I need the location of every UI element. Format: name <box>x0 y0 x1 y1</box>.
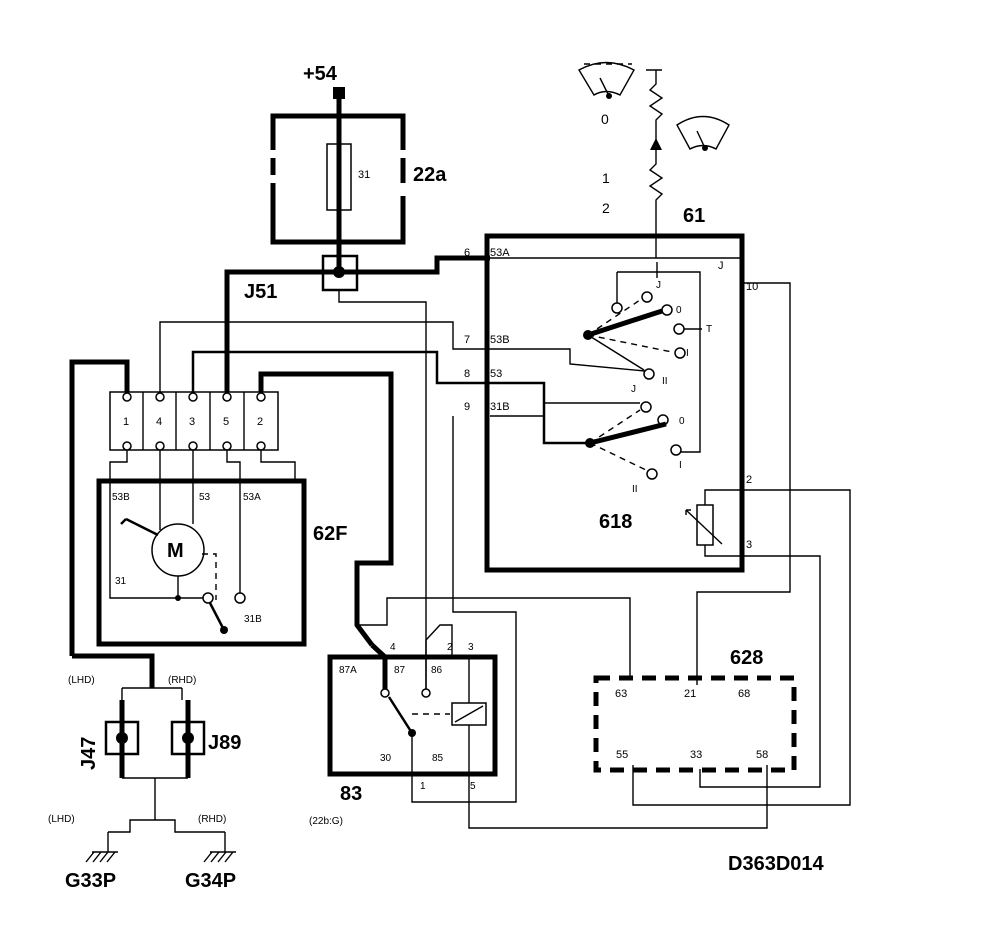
wire-10-module21 <box>696 282 791 685</box>
fuse-number: 31 <box>358 169 370 181</box>
supply-and-fuse: +54 31 22a <box>270 63 447 272</box>
svg-text:(LHD): (LHD) <box>48 814 75 825</box>
svg-text:10: 10 <box>746 281 758 293</box>
svg-text:J: J <box>718 260 724 272</box>
fuse-box-top <box>270 113 406 150</box>
svg-text:68: 68 <box>738 688 750 700</box>
svg-text:8: 8 <box>464 368 470 380</box>
svg-text:3: 3 <box>468 642 474 653</box>
connector-block: 1 4 3 5 2 <box>69 321 490 656</box>
connector-top-pins <box>122 392 266 451</box>
module-label: 628 <box>730 647 763 669</box>
j47-label: J47 <box>78 737 100 770</box>
switch-sub-label: 618 <box>599 511 632 533</box>
svg-text:6: 6 <box>464 247 470 259</box>
svg-text:58: 58 <box>756 749 768 761</box>
svg-text:0: 0 <box>679 416 685 427</box>
g34p-label: G34P <box>185 870 236 892</box>
svg-text:55: 55 <box>616 749 628 761</box>
gauge-symbols: 0 1 2 <box>578 61 730 258</box>
module-housing <box>593 675 797 773</box>
diagram-code: D363D014 <box>728 853 825 875</box>
g33p-label: G33P <box>65 870 116 892</box>
svg-text:2: 2 <box>602 200 610 216</box>
svg-text:31: 31 <box>115 576 127 587</box>
conn-pin-2: 2 <box>257 416 263 428</box>
lower-switch-blade <box>589 421 667 446</box>
svg-text:2: 2 <box>447 642 453 653</box>
svg-text:31B: 31B <box>244 614 262 625</box>
gauge-1-icon <box>676 115 730 150</box>
svg-text:II: II <box>632 484 638 495</box>
module-628: 628 63 21 68 55 33 58 <box>593 647 797 773</box>
conn-pin-1: 1 <box>123 416 129 428</box>
svg-text:1: 1 <box>602 170 610 186</box>
svg-text:T: T <box>706 324 712 335</box>
svg-text:0: 0 <box>676 305 682 316</box>
wire-31b-relay <box>452 416 517 803</box>
svg-text:I: I <box>679 460 682 471</box>
switch-housing <box>484 233 745 573</box>
svg-text:7: 7 <box>464 334 470 346</box>
svg-text:(RHD): (RHD) <box>198 814 226 825</box>
svg-text:2: 2 <box>746 474 752 486</box>
relay-label: 83 <box>340 783 362 805</box>
svg-text:53B: 53B <box>112 492 130 503</box>
svg-text:(LHD): (LHD) <box>68 675 95 686</box>
svg-text:0: 0 <box>601 111 609 127</box>
supply-terminal <box>333 87 345 99</box>
svg-text:53B: 53B <box>490 334 510 346</box>
svg-text:53A: 53A <box>243 492 261 503</box>
fuse-box-bottom <box>270 183 406 245</box>
upper-switch-blade <box>587 308 663 338</box>
svg-text:53: 53 <box>490 368 502 380</box>
svg-text:3: 3 <box>746 539 752 551</box>
motor-housing <box>96 478 307 647</box>
svg-text:53: 53 <box>199 492 211 503</box>
svg-text:J: J <box>631 384 636 395</box>
svg-text:II: II <box>662 376 668 387</box>
svg-text:9: 9 <box>464 401 470 413</box>
svg-text:1: 1 <box>420 781 426 792</box>
svg-text:21: 21 <box>684 688 696 700</box>
svg-text:87A: 87A <box>339 665 357 676</box>
supply-label: +54 <box>303 63 338 85</box>
svg-text:I: I <box>686 348 689 359</box>
junction-label: J51 <box>244 281 277 303</box>
svg-text:85: 85 <box>432 753 444 764</box>
svg-text:87: 87 <box>394 665 406 676</box>
motor-unit-62f: 62F 53B 53 53A 31 31B M <box>96 450 347 647</box>
svg-text:30: 30 <box>380 753 392 764</box>
fuse-box-label: 22a <box>413 164 447 186</box>
switch-unit-61: 61 618 6 53A 7 53B 8 53 9 31B J 10 2 3 0… <box>464 205 851 806</box>
conn-pin-4: 4 <box>156 416 162 428</box>
svg-text:5: 5 <box>470 781 476 792</box>
ground-section: (LHD) (RHD) J47 J89 (LHD) (RHD) G33P G34… <box>48 653 241 892</box>
motor-unit-label: 62F <box>313 523 347 545</box>
wire-j51-relay86 <box>338 290 427 690</box>
variable-resistor <box>696 504 714 546</box>
relay-ref: (22b:G) <box>309 816 343 827</box>
ground-g33p-icon <box>85 832 118 863</box>
ground-g34p-icon <box>203 832 236 863</box>
svg-text:J: J <box>656 280 661 291</box>
svg-text:31B: 31B <box>490 401 510 413</box>
svg-text:86: 86 <box>431 665 443 676</box>
j89-label: J89 <box>208 732 241 754</box>
relay-83: 83 (22b:G) 87A 87 86 30 85 4 2 3 1 5 <box>309 642 768 829</box>
svg-text:4: 4 <box>390 642 396 653</box>
switch-unit-label: 61 <box>683 205 705 227</box>
svg-text:53A: 53A <box>490 247 510 259</box>
wire-j51-53a <box>339 255 490 275</box>
conn-pin-5: 5 <box>223 416 229 428</box>
svg-text:(RHD): (RHD) <box>168 675 196 686</box>
conn-pin-3: 3 <box>189 416 195 428</box>
svg-text:63: 63 <box>615 688 627 700</box>
svg-text:33: 33 <box>690 749 702 761</box>
motor-label: M <box>167 540 184 562</box>
wire-relay-module63 <box>357 597 631 678</box>
